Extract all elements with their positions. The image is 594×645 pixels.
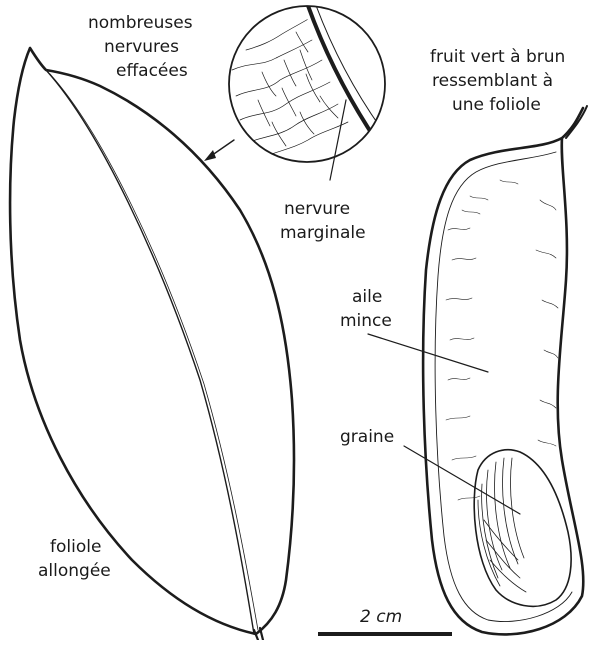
fruit-stalk bbox=[562, 106, 587, 138]
label-nervure-marginale-line2: marginale bbox=[280, 223, 366, 243]
label-fruit-line2: ressemblant à bbox=[432, 71, 553, 91]
seed bbox=[474, 450, 571, 607]
label-nervures-line2: nervures bbox=[104, 37, 179, 57]
fruit-drawing bbox=[423, 106, 587, 634]
scale-bar bbox=[318, 632, 452, 636]
label-foliole-line2: allongée bbox=[38, 561, 111, 581]
label-nervures-line3: effacées bbox=[116, 61, 188, 81]
label-foliole-line1: foliole bbox=[50, 537, 101, 557]
detail-arrow bbox=[204, 140, 234, 161]
label-aile-line2: mince bbox=[340, 311, 392, 331]
label-scale: 2 cm bbox=[360, 607, 402, 627]
label-nervures-line1: nombreuses bbox=[88, 13, 193, 33]
label-aile-line1: aile bbox=[352, 287, 382, 307]
magnified-detail bbox=[229, 0, 392, 162]
scale-bar-line bbox=[318, 632, 452, 636]
magnifier-circle bbox=[229, 6, 385, 162]
label-fruit-line1: fruit vert à brun bbox=[430, 47, 565, 67]
label-nervure-marginale-line1: nervure bbox=[284, 199, 350, 219]
label-graine: graine bbox=[340, 427, 394, 447]
label-fruit-line3: une foliole bbox=[452, 95, 541, 115]
